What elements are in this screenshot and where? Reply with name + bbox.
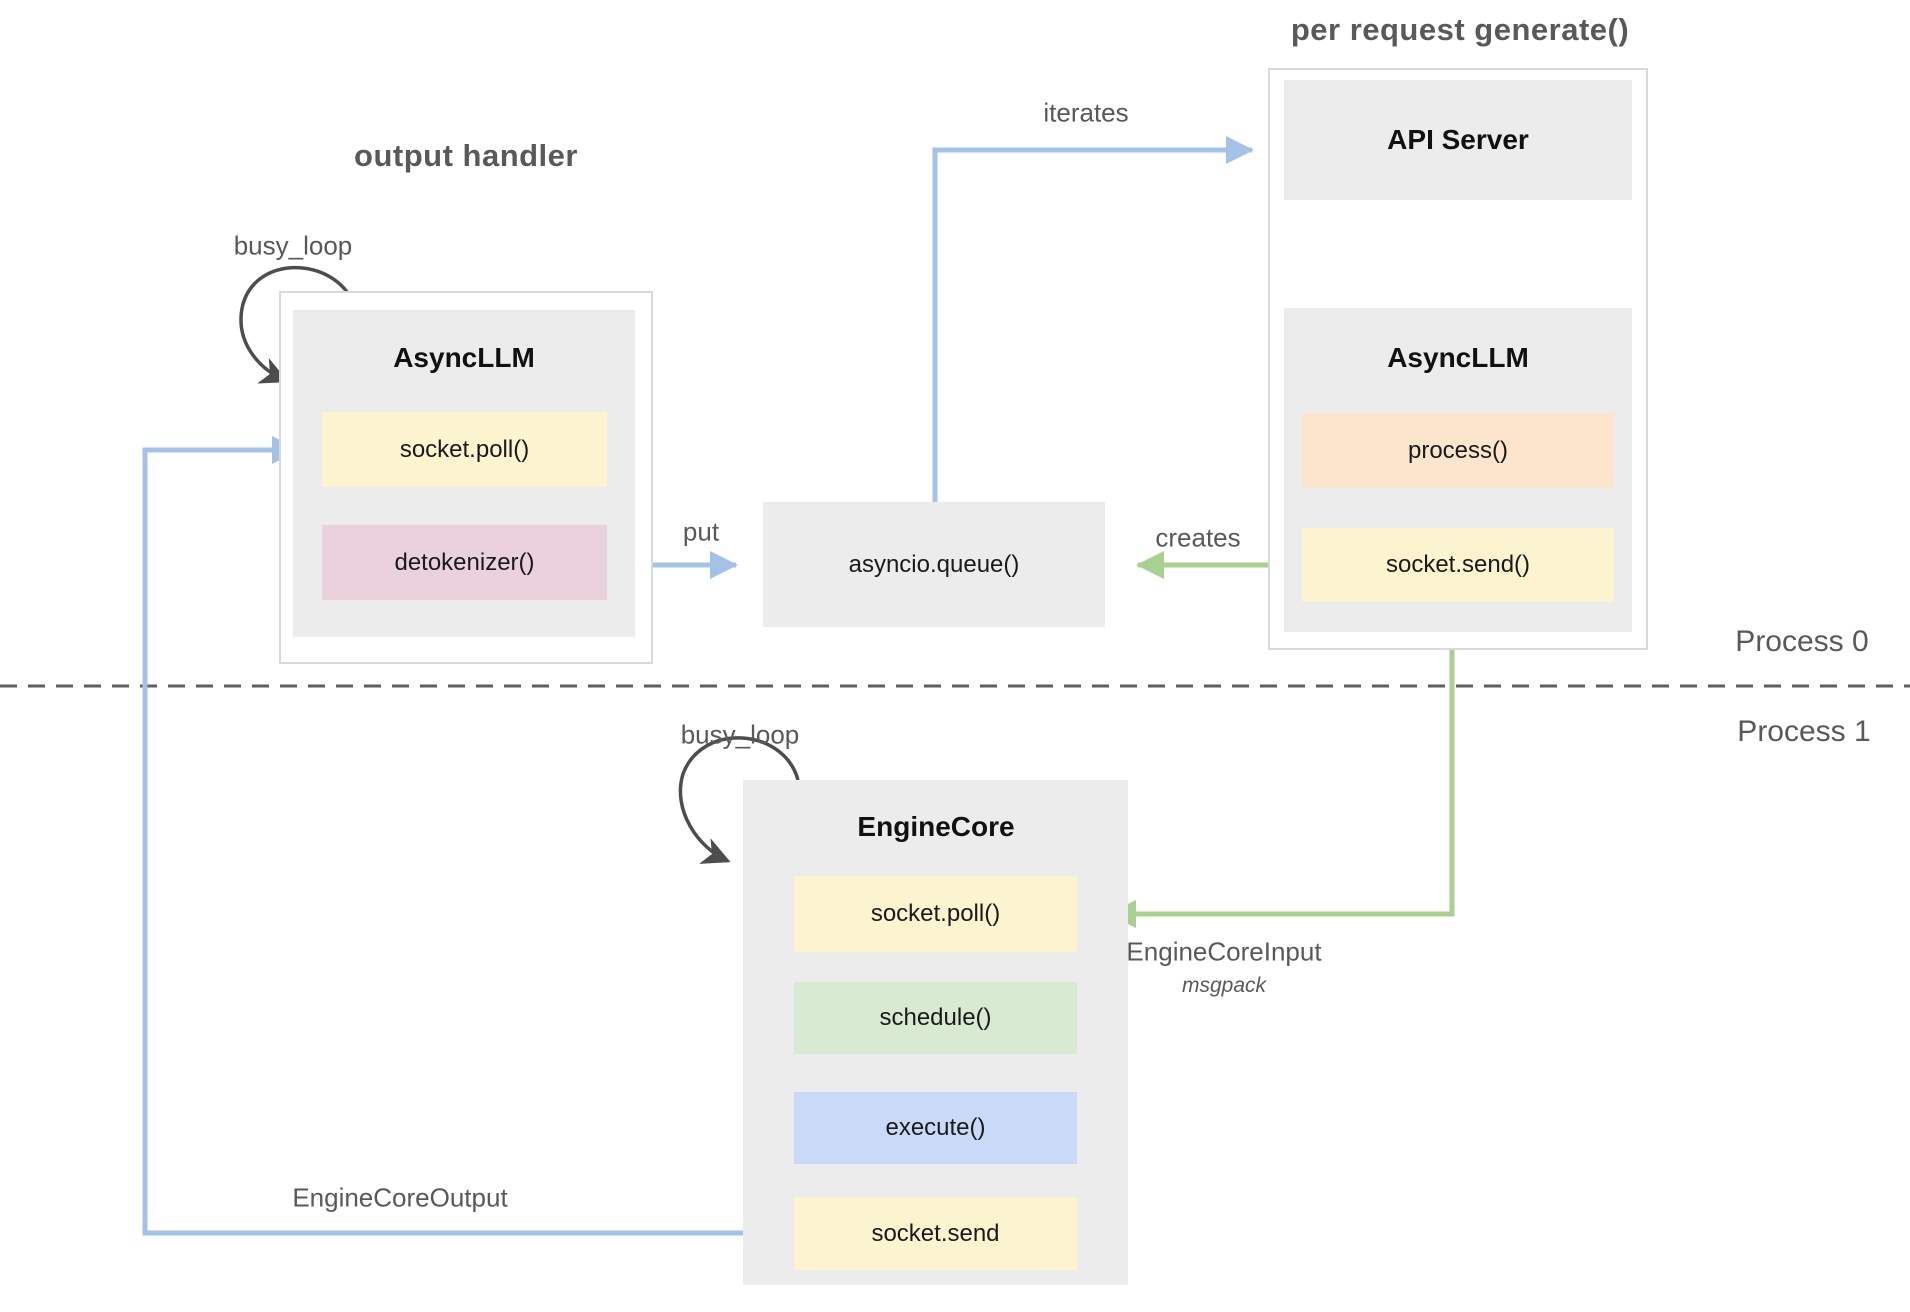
engine-core-output-label: EngineCoreOutput: [292, 1182, 508, 1213]
process-0-label: Process 0: [1735, 625, 1869, 658]
creates-label: creates: [1155, 522, 1241, 553]
right-process-item: process(): [1302, 413, 1614, 488]
per-request-generate-title: per request generate(): [1290, 12, 1630, 47]
msgpack-label: msgpack: [1181, 974, 1267, 997]
api-server-title: API Server: [1387, 124, 1529, 155]
asyncio-queue-box: asyncio.queue(): [763, 502, 1105, 627]
busy-loop-label-left: busy_loop: [233, 230, 353, 261]
api-server-box: [1284, 80, 1632, 200]
put-label: put: [682, 516, 720, 547]
iterates-arrow: [932, 136, 1255, 502]
left-asyncllm-title: AsyncLLM: [393, 342, 535, 373]
left-socket-poll-item: socket.poll(): [322, 412, 607, 487]
right-asyncllm-title: AsyncLLM: [1387, 342, 1529, 373]
process-1-label: Process 1: [1737, 715, 1871, 748]
engine-socket-poll-item: socket.poll(): [794, 876, 1077, 952]
left-detokenizer-item: detokenizer(): [322, 525, 607, 600]
busy-loop-label-engine: busy_loop: [680, 719, 800, 750]
right-socket-send-item: socket.send(): [1302, 528, 1614, 602]
engine-core-title: EngineCore: [857, 811, 1015, 842]
engine-execute-item: execute(): [794, 1092, 1077, 1164]
engine-core-input-label: EngineCoreInput: [1126, 936, 1322, 967]
engine-schedule-item: schedule(): [794, 982, 1077, 1054]
engine-socket-send-item: socket.send: [794, 1197, 1077, 1270]
output-handler-title: output handler: [354, 138, 578, 173]
iterates-label: iterates: [1043, 97, 1129, 128]
